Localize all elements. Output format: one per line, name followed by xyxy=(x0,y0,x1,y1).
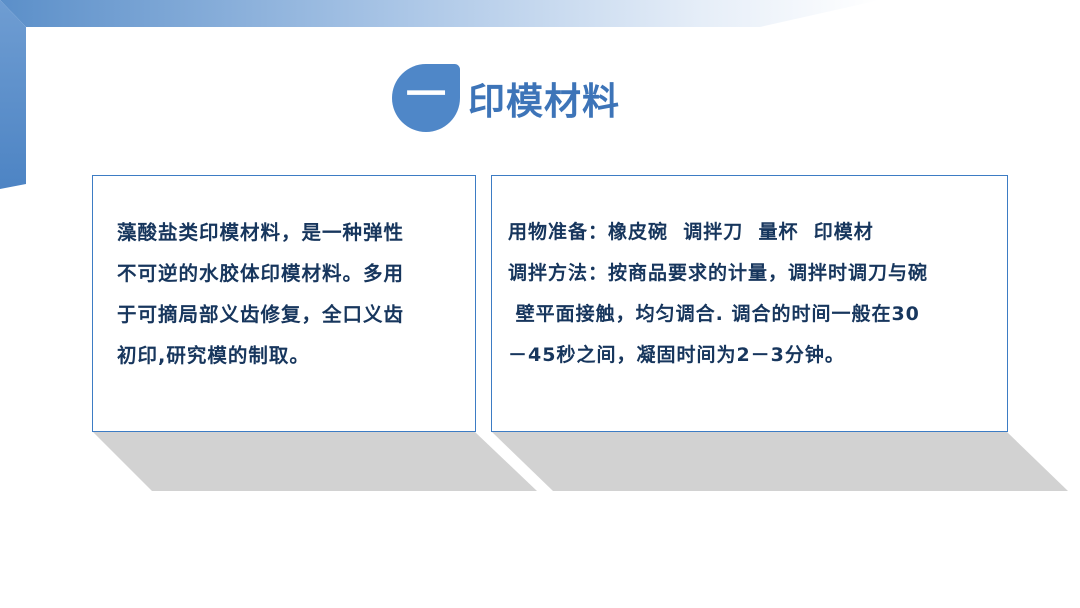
section-title-text: 印模材料 xyxy=(468,80,620,123)
description-line: 藻酸盐类印模材料，是一种弹性 xyxy=(117,221,405,244)
procedure-line: 调拌方法：按商品要求的计量，调拌时调刀与碗 xyxy=(508,262,929,284)
procedure-card: 用物准备：橡皮碗 调拌刀 量杯 印模材 调拌方法：按商品要求的计量，调拌时调刀与… xyxy=(491,175,1008,432)
section-number: 一 xyxy=(406,72,446,118)
description-line: 于可摘局部义齿修复，全口义齿 xyxy=(117,303,405,326)
description-card: 藻酸盐类印模材料，是一种弹性 不可逆的水胶体印模材料。多用 于可摘局部义齿修复，… xyxy=(92,175,476,432)
description-text: 藻酸盐类印模材料，是一种弹性 不可逆的水胶体印模材料。多用 于可摘局部义齿修复，… xyxy=(117,212,404,376)
section-number-badge: 一 xyxy=(392,64,460,132)
description-line: 不可逆的水胶体印模材料。多用 xyxy=(117,262,405,285)
description-line: 初印,研究模的制取。 xyxy=(117,344,310,367)
section-title: 一 印模材料 xyxy=(392,64,620,132)
procedure-line: 壁平面接触，均匀调合. 调合的时间一般在30 xyxy=(508,303,920,325)
procedure-text: 用物准备：橡皮碗 调拌刀 量杯 印模材 调拌方法：按商品要求的计量，调拌时调刀与… xyxy=(508,212,928,376)
procedure-line: 用物准备：橡皮碗 调拌刀 量杯 印模材 xyxy=(508,221,874,243)
procedure-line: －45秒之间，凝固时间为2－3分钟。 xyxy=(508,344,845,366)
